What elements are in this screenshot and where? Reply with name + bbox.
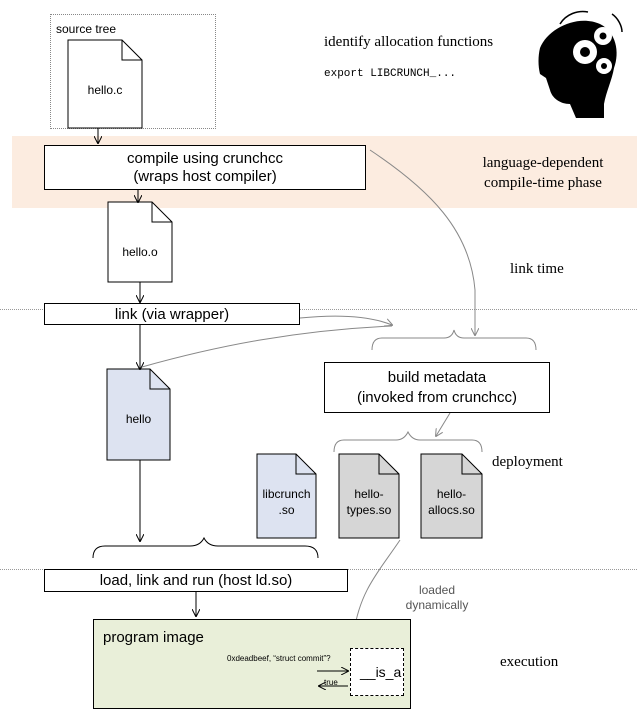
brace-above-metadata	[371, 329, 537, 351]
brace-above-so-files	[333, 430, 483, 453]
brace-above-load	[92, 536, 319, 559]
is-a-label: __is_a	[360, 664, 402, 680]
link-time-label: link time	[510, 261, 564, 277]
hello-allocs-line1: hello-	[436, 487, 467, 501]
call-label: 0xdeadbeef, “struct commit”?	[227, 654, 331, 663]
hello-allocs-so-label: hello- allocs.so	[421, 486, 482, 518]
hello-types-so-document	[338, 453, 400, 539]
libcrunch-line1: libcrunch	[262, 487, 311, 501]
phase-line2: compile-time phase	[484, 175, 602, 191]
deployment-label: deployment	[492, 454, 563, 470]
hello-o-label: hello.o	[122, 245, 158, 259]
is-a-box	[350, 648, 404, 696]
compile-box: compile using crunchcc (wraps host compi…	[44, 145, 366, 190]
hello-c-document	[67, 39, 143, 129]
build-metadata-line1: build metadata	[387, 368, 487, 386]
compile-line1: compile using crunchcc	[127, 149, 283, 167]
hello-types-so-label: hello- types.so	[339, 486, 399, 518]
thinking-head-icon	[538, 10, 623, 118]
separator-link	[0, 309, 637, 310]
hello-allocs-so-document	[420, 453, 483, 539]
loaded-dynamically-label: loaded dynamically	[392, 583, 482, 613]
compile-phase-label: language-dependent compile-time phase	[458, 153, 628, 193]
identify-allocation-functions: identify allocation functions	[324, 34, 494, 50]
libcrunch-line2: .so	[278, 503, 295, 517]
execution-label: execution	[500, 654, 559, 670]
loaded-line2: dynamically	[405, 598, 469, 612]
libcrunch-label: libcrunch .so	[257, 486, 316, 518]
hello-types-line2: types.so	[346, 503, 392, 517]
load-box: load, link and run (host ld.so)	[44, 569, 348, 592]
export-command: export LIBCRUNCH_...	[324, 68, 457, 80]
compile-line2: (wraps host compiler)	[133, 167, 277, 185]
build-metadata-line2: (invoked from crunchcc)	[356, 388, 518, 406]
hello-types-line1: hello-	[354, 487, 384, 501]
loaded-line1: loaded	[418, 583, 456, 597]
program-image-title: program image	[103, 629, 204, 646]
phase-line1: language-dependent	[482, 155, 604, 171]
source-tree-label: source tree	[56, 22, 117, 36]
hello-c-label: hello.c	[87, 83, 123, 97]
hello-allocs-line2: allocs.so	[428, 503, 475, 517]
return-label: true	[324, 678, 338, 687]
link-box: link (via wrapper)	[44, 303, 300, 325]
hello-binary-label: hello	[125, 412, 152, 426]
build-metadata-box: build metadata (invoked from crunchcc)	[324, 362, 550, 413]
libcrunch-so-document	[256, 453, 317, 539]
